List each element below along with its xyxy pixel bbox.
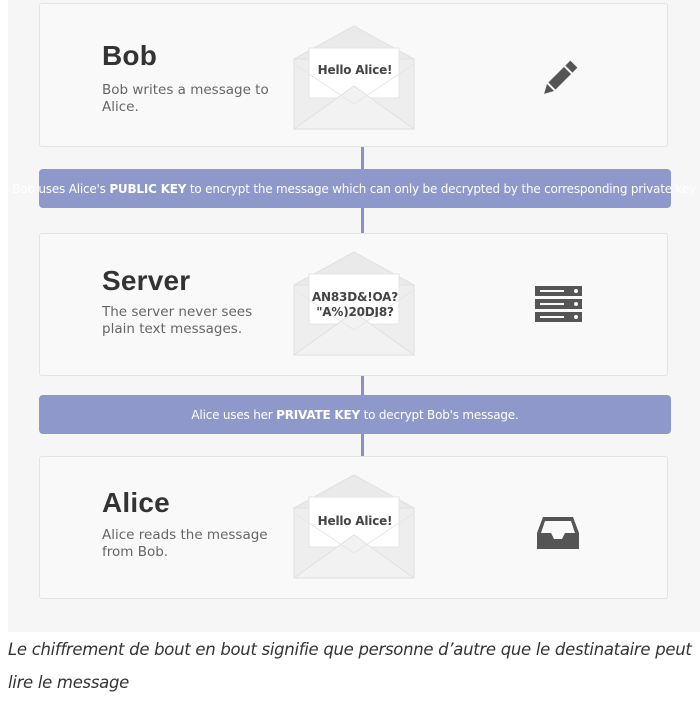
private-key-banner: Alice uses her PRIVATE KEY to decrypt Bo… xyxy=(39,395,671,434)
public-key-banner: Bob uses Alice's PUBLIC KEY to encrypt t… xyxy=(12,169,698,208)
envelope-message-text: Hello Alice! xyxy=(317,514,393,528)
step-title: Server xyxy=(102,265,191,296)
envelope-message-text: Hello Alice! xyxy=(317,63,393,77)
figure-caption: Le chiffrement de bout en bout signifie … xyxy=(8,640,692,692)
step-title: Alice xyxy=(102,487,170,518)
server-icon xyxy=(534,284,584,329)
encryption-flow-diagram: Bob Bob writes a message to Alice. Bob u… xyxy=(8,0,700,632)
public-key-emphasis: PUBLIC KEY xyxy=(109,181,187,196)
envelope-ciphertext: AN83D&!OA? "A%)20DJ8? xyxy=(293,250,417,360)
banner-text: Alice uses her PRIVATE KEY to decrypt Bo… xyxy=(191,407,519,422)
inbox-icon xyxy=(536,515,580,556)
private-key-emphasis: PRIVATE KEY xyxy=(276,407,361,422)
envelope-cipher-text: AN83D&!OA? "A%)20DJ8? xyxy=(311,290,399,317)
envelope-plaintext-sent: Hello Alice! xyxy=(293,24,417,134)
step-title: Bob xyxy=(102,40,158,71)
envelope-plaintext-received: Hello Alice! xyxy=(293,473,417,583)
banner-text: Bob uses Alice's PUBLIC KEY to encrypt t… xyxy=(12,181,698,196)
step-description: The server never sees plain text message… xyxy=(102,304,253,337)
pencil-icon xyxy=(537,57,581,106)
step-description: Bob writes a message to Alice. xyxy=(102,82,269,115)
step-description: Alice reads the message from Bob. xyxy=(102,527,268,560)
